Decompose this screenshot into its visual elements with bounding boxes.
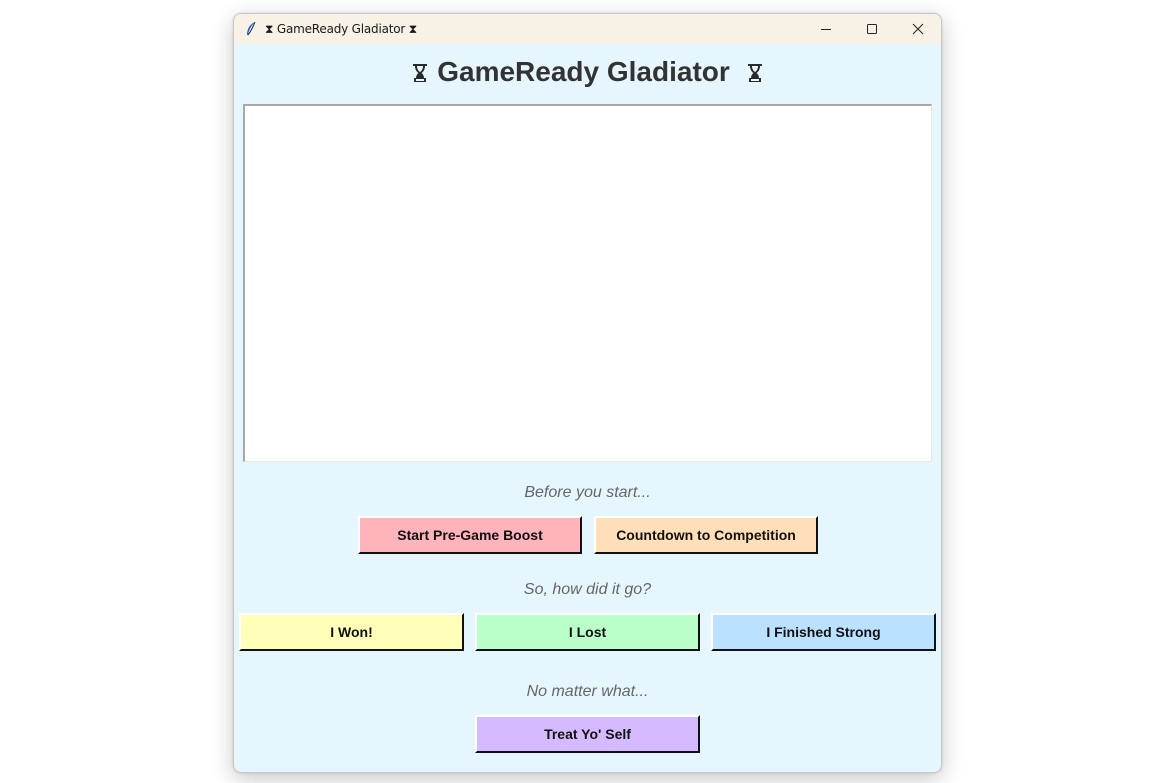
window-title: ⧗ GameReady Gladiator ⧗ — [265, 21, 417, 36]
page-title: GameReady Gladiator — [234, 56, 941, 88]
maximize-button[interactable] — [849, 14, 895, 44]
window-controls — [803, 14, 941, 44]
maximize-icon — [867, 24, 877, 34]
minimize-icon — [821, 29, 831, 30]
minimize-button[interactable] — [803, 14, 849, 44]
result-prompt: So, how did it go? — [523, 581, 652, 598]
trophy-icon: ⧗ — [265, 21, 274, 36]
before-prompt: Before you start... — [524, 484, 651, 501]
output-text-area[interactable] — [243, 104, 932, 462]
start-pre-game-boost-button[interactable]: Start Pre-Game Boost — [358, 516, 582, 554]
feather-icon — [244, 21, 258, 37]
treat-yo-self-button[interactable]: Treat Yo' Self — [475, 715, 700, 753]
app-window: ⧗ GameReady Gladiator ⧗ — [233, 13, 942, 773]
client-area: GameReady Gladiator Before you start... … — [234, 44, 941, 772]
i-won-button[interactable]: I Won! — [239, 613, 464, 651]
countdown-to-competition-button[interactable]: Countdown to Competition — [594, 516, 818, 554]
trophy-icon: ⧗ — [408, 21, 417, 36]
close-button[interactable] — [895, 14, 941, 44]
close-icon — [912, 23, 924, 35]
trophy-icon — [409, 60, 431, 84]
i-finished-strong-button[interactable]: I Finished Strong — [711, 613, 936, 651]
title-bar[interactable]: ⧗ GameReady Gladiator ⧗ — [234, 14, 941, 44]
i-lost-button[interactable]: I Lost — [475, 613, 700, 651]
after-prompt: No matter what... — [526, 683, 649, 700]
trophy-icon — [744, 60, 766, 84]
